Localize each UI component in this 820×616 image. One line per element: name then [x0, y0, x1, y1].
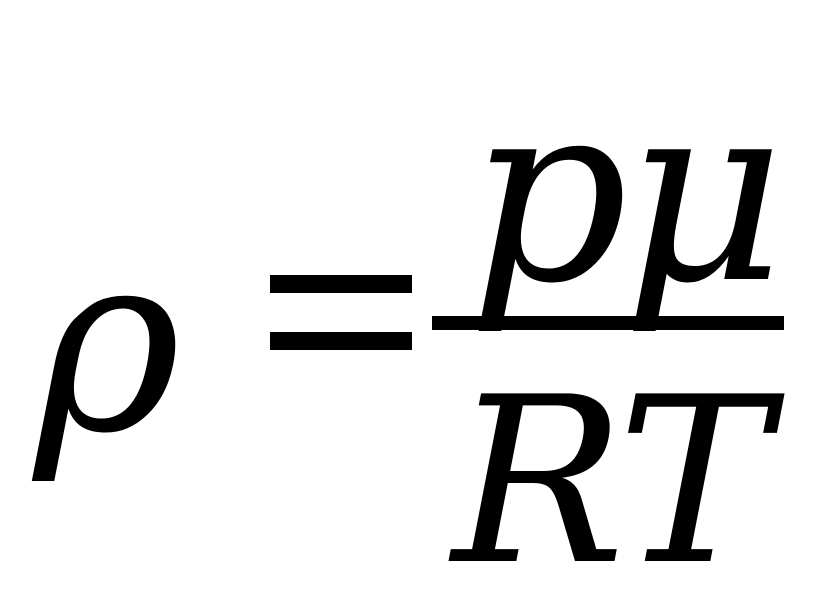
equals-sign-top-bar [270, 275, 412, 293]
formula-denominator: RT [452, 349, 771, 616]
equals-sign-bottom-bar [270, 332, 412, 350]
fraction-bar [432, 316, 784, 330]
formula-lhs-rho: ρ [34, 197, 181, 488]
formula-numerator: pμ [468, 47, 785, 338]
